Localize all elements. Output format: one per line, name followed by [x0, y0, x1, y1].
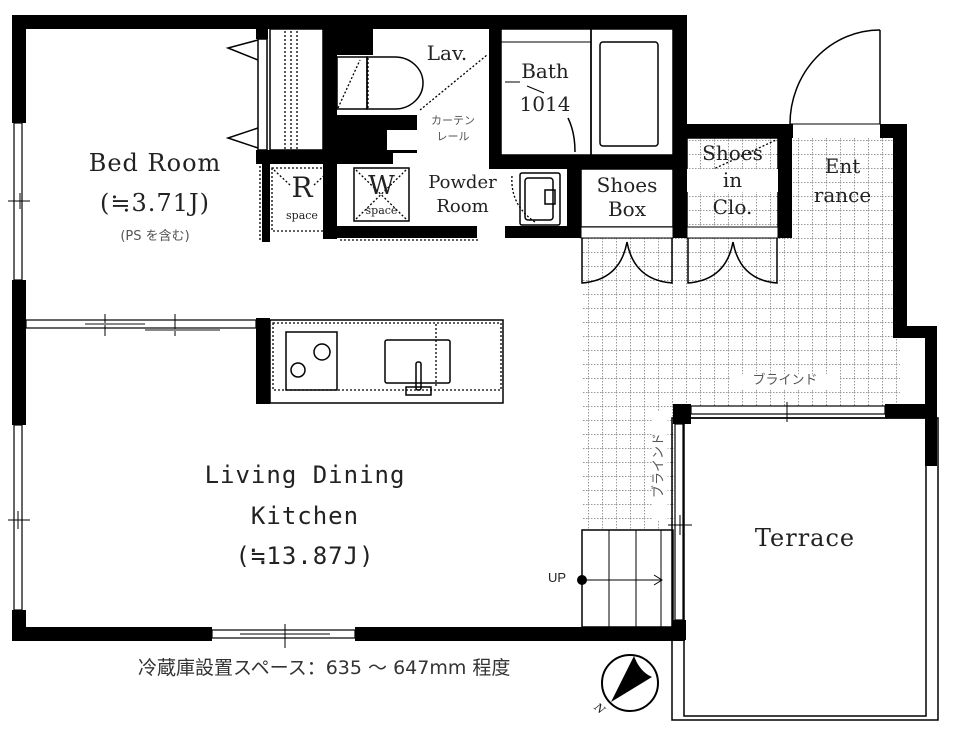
- bath-size: 1014: [519, 92, 571, 116]
- bathtub: [500, 28, 674, 156]
- bed-room-label: Bed Room: [88, 149, 222, 177]
- closet-doors: [225, 28, 324, 240]
- shoes-in-clo-label-line1: Shoes: [702, 141, 763, 165]
- shoe-storage: [580, 137, 779, 284]
- powder-room-label-line1: Powder: [428, 172, 497, 193]
- blind-label-vertical: ブラインド: [652, 410, 668, 521]
- refrigerator-space-letter: R: [291, 171, 313, 204]
- ldk-label-line2: Kitchen: [250, 502, 360, 530]
- refrigerator-space: [271, 167, 333, 232]
- ldk-label-line1: Living Dining: [204, 461, 406, 489]
- blind-label-horizontal: ブラインド: [730, 373, 840, 389]
- kitchen-counter: [269, 319, 504, 404]
- entrance-label-line2: rance: [813, 183, 872, 207]
- washbasin: [511, 172, 561, 226]
- powder-room-label-line2: Room: [436, 196, 489, 217]
- bed-room-area: (≒3.71J): [100, 189, 210, 217]
- entrance-label-line1: Ent: [824, 154, 861, 178]
- shoes-in-clo-label-line2: in: [687, 169, 778, 192]
- bed-room-note: (PS を含む): [120, 229, 190, 244]
- terrace-label: Terrace: [754, 524, 856, 552]
- shoes-box-label-line2: Box: [607, 197, 647, 221]
- shoes-in-clo-label-line3: Clo.: [712, 195, 753, 219]
- bath-label: Bath: [521, 59, 569, 83]
- ldk-area: (≒13.87J): [235, 542, 375, 570]
- washer-space-sub: space: [365, 204, 398, 217]
- refrigerator-space-sub: space: [286, 209, 318, 222]
- refrigerator-space-note: 冷蔵庫設置スペース：635 ～ 647mm 程度: [138, 657, 511, 679]
- stairs-up-label: UP: [547, 570, 567, 585]
- washer-space: [340, 167, 480, 241]
- curtain-rail-label-line1: カーテン: [431, 114, 475, 127]
- curtain-rail-label-line2: レール: [436, 130, 470, 143]
- lav-label: Lav.: [426, 41, 468, 65]
- stairs: [577, 529, 674, 628]
- terrace-outline: [671, 417, 939, 721]
- walls: [12, 15, 937, 641]
- shoes-box-label-line1: Shoes: [596, 173, 658, 197]
- compass-icon: [601, 654, 659, 712]
- entrance-door: [789, 29, 881, 125]
- washer-space-letter: W: [368, 171, 395, 201]
- toilet-fixture: [336, 54, 488, 150]
- windows: [8, 122, 886, 648]
